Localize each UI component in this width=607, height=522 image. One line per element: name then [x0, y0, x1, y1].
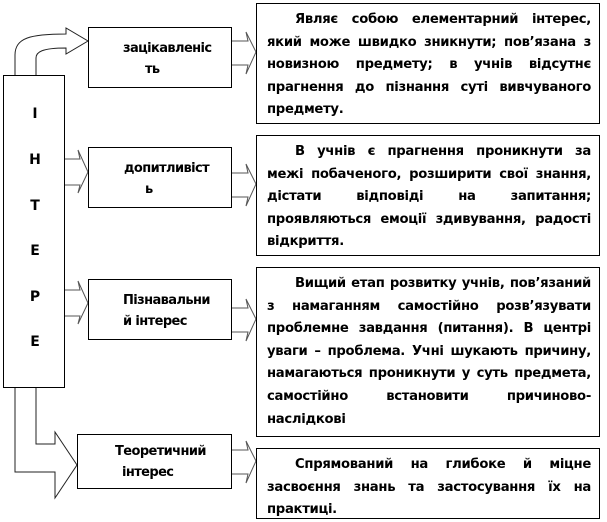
arrow-to-piznavalnyi	[65, 280, 89, 325]
arrow-to-teoretychnyi	[14, 388, 78, 500]
node-label: допитливіст ь	[89, 158, 231, 200]
node-dopytlyvist: допитливіст ь	[88, 147, 232, 208]
node-label-line: ть	[145, 62, 160, 77]
node-label-line: Теоретичний	[115, 444, 207, 459]
root-letter: Е	[30, 243, 40, 259]
node-label-line: допитливіст	[124, 161, 210, 176]
description-piznavalnyi-interes: Вищий етап розвитку учнів, пов’язаний з …	[256, 267, 600, 437]
description-text: Спрямований на глибоке й міцне засвоєння…	[267, 457, 591, 518]
arrow-node1-to-desc	[232, 31, 257, 75]
arrow-node3-to-desc	[232, 298, 257, 342]
arrow-node2-to-desc	[232, 163, 257, 207]
arrow-node4-to-desc	[232, 440, 257, 484]
description-text: В учнів є прагнення проникнути за межі п…	[267, 144, 591, 250]
node-label-line: ь	[145, 182, 153, 197]
node-label: Пізнавальни й інтерес	[89, 290, 231, 332]
arrow-to-dopytlyvist	[65, 149, 89, 194]
node-label-line: й інтерес	[123, 314, 187, 329]
description-teoretychnyi-interes: Спрямований на глибоке й міцне засвоєння…	[256, 448, 600, 519]
description-zatsikavlenist: Являє собою елементарний інтерес, який м…	[256, 3, 600, 124]
root-letter: Н	[29, 152, 41, 168]
node-label-line: Пізнавальни	[123, 293, 210, 308]
root-letter: Е	[30, 334, 40, 350]
node-label-line: інтерес	[122, 465, 174, 480]
description-text: Вищий етап розвитку учнів, пов’язаний з …	[267, 276, 591, 427]
node-label: Теоретичний інтерес	[78, 441, 231, 483]
root-interest-box: І Н Т Е Р Е	[3, 75, 65, 388]
node-piznavalnyi-interes: Пізнавальни й інтерес	[88, 279, 232, 340]
root-letter: І	[32, 106, 38, 122]
description-dopytlyvist: В учнів є прагнення проникнути за межі п…	[256, 135, 600, 256]
node-teoretychnyi-interes: Теоретичний інтерес	[77, 434, 232, 489]
node-label-line: зацікавленіс	[123, 41, 212, 56]
root-letter: Т	[30, 198, 40, 214]
node-zatsikavlenist: зацікавленіс ть	[88, 27, 232, 88]
node-label: зацікавленіс ть	[89, 38, 231, 80]
description-text: Являє собою елементарний інтерес, який м…	[267, 12, 591, 118]
curved-arrow-to-zatsikavlenist	[14, 27, 89, 75]
root-letter: Р	[29, 289, 41, 305]
